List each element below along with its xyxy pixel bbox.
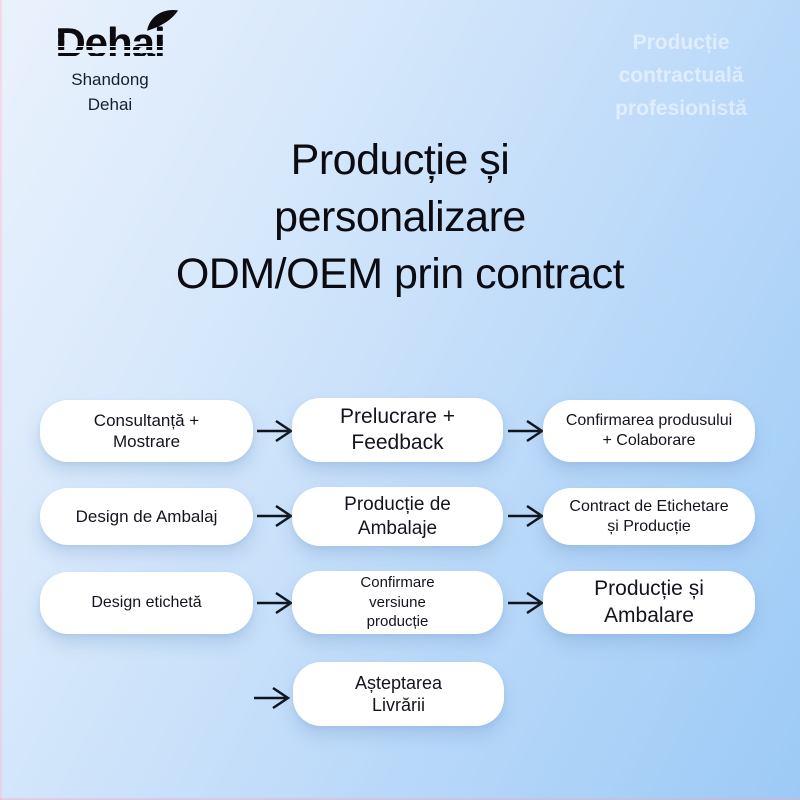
right-arrow-icon <box>254 686 291 710</box>
right-arrow-icon <box>257 419 294 443</box>
dehai-logo-text: Dehai <box>55 19 165 66</box>
right-arrow-icon <box>257 504 294 528</box>
leaf-icon <box>146 9 178 31</box>
right-arrow-icon <box>508 591 545 615</box>
flow-step-confirmare-versiune: Confirmare versiune producție <box>292 571 503 634</box>
dehai-logo: Dehai <box>55 9 178 66</box>
right-arrow-icon <box>508 504 545 528</box>
flow-step-design-ambalaj: Design de Ambalaj <box>40 488 253 545</box>
flow-step-confirmarea-produsului: Confirmarea produsului + Colaborare <box>543 400 755 462</box>
watermark-text: Producție contractuală profesionistă <box>615 31 747 120</box>
right-arrow-icon <box>508 419 545 443</box>
right-arrow-icon <box>257 591 294 615</box>
logo-subtitle: Shandong Dehai <box>71 70 149 114</box>
flow-step-design-eticheta: Design etichetă <box>40 572 253 634</box>
flow-step-prelucrare-feedback: Prelucrare + Feedback <box>292 398 503 462</box>
flow-step-consultanta-mostrare: Consultanță + Mostrare <box>40 400 253 462</box>
flow-step-productie-ambalare: Producție și Ambalare <box>543 571 755 634</box>
flow-step-productie-ambalaje: Producție de Ambalaje <box>292 487 503 546</box>
page-title: Producție și personalizare ODM/OEM prin … <box>175 136 625 298</box>
flow-step-asteptarea-livrarii: Așteptarea Livrării <box>293 662 504 726</box>
left-edge-tint <box>0 0 3 800</box>
logo-block: Dehai Shandong Dehai <box>34 9 186 117</box>
flow-step-contract-etichetare: Contract de Etichetare și Producție <box>543 488 755 545</box>
